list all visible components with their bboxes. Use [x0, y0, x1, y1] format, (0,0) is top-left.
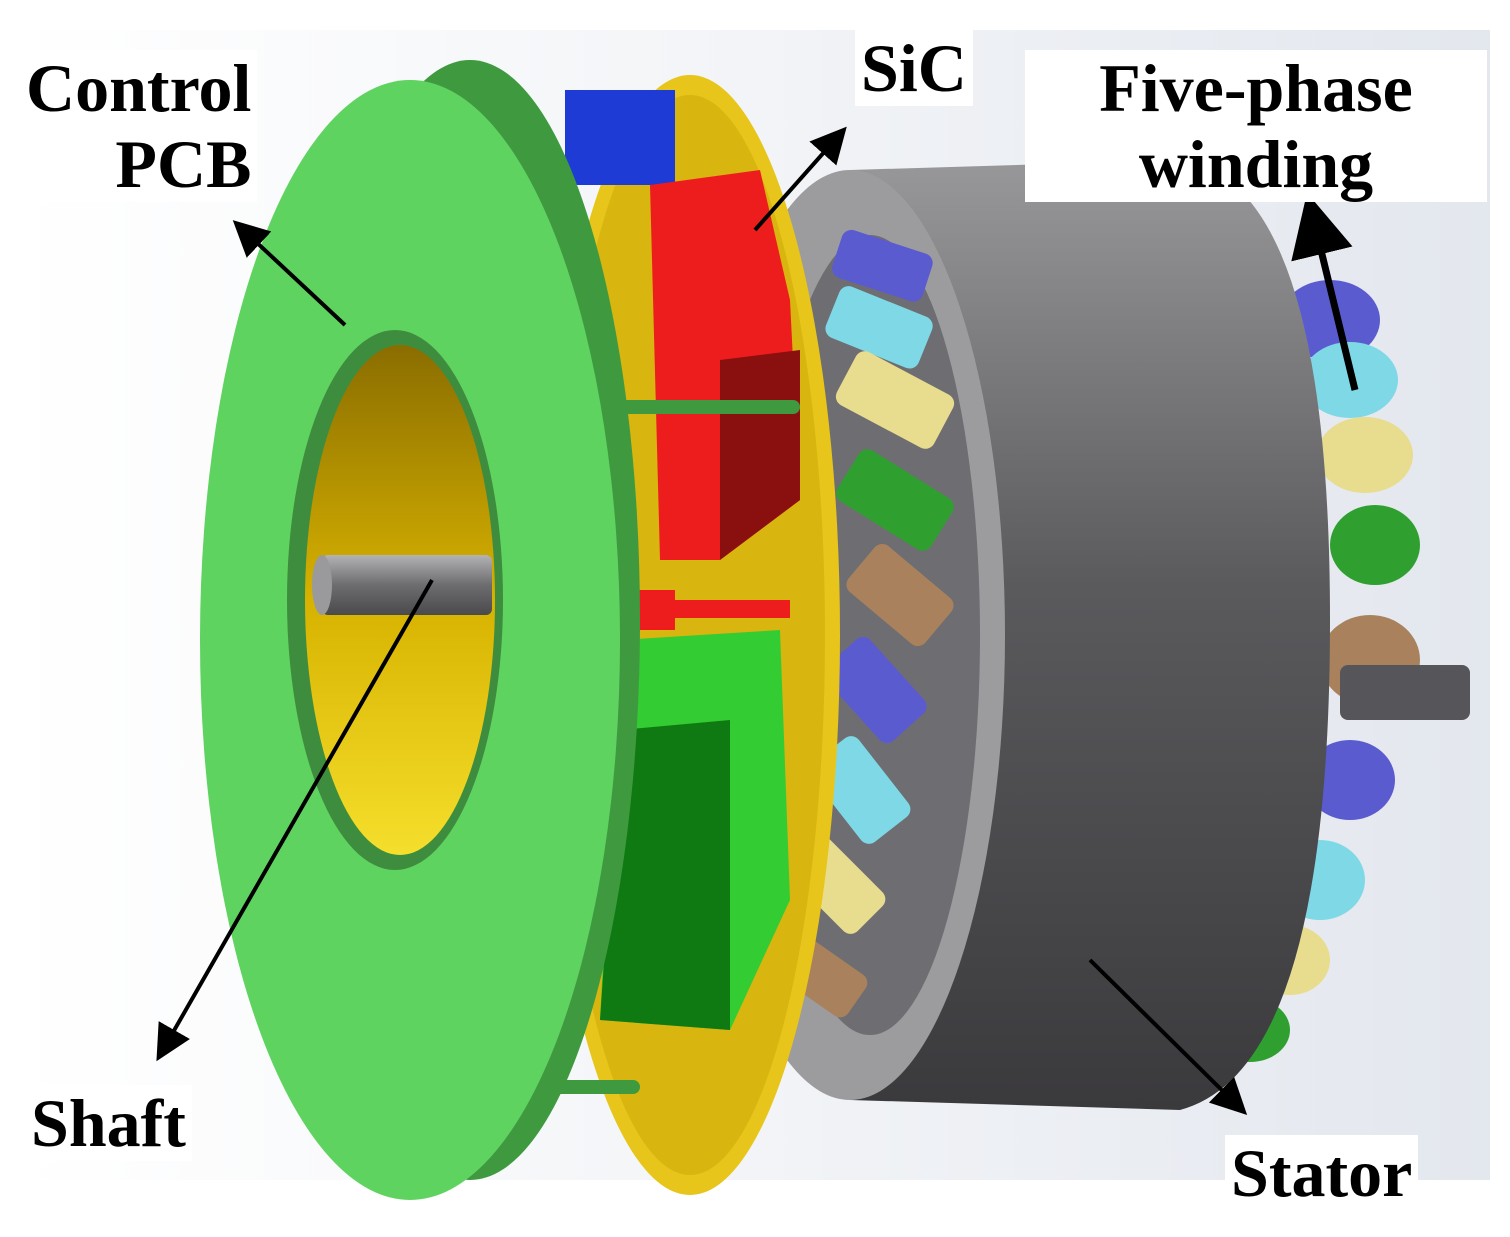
label-sic-text: SiC: [861, 30, 967, 106]
shaft-rod: [312, 555, 492, 615]
label-shaft-text: Shaft: [31, 1085, 186, 1161]
label-control-pcb: Control PCB: [20, 50, 258, 203]
label-control-pcb-line1: Control: [26, 50, 252, 126]
label-five-phase-winding-line2: winding: [1138, 126, 1374, 203]
label-five-phase-winding: Five-phase winding: [1025, 50, 1487, 203]
label-shaft: Shaft: [25, 1085, 192, 1162]
label-control-pcb-line2: PCB: [115, 126, 252, 203]
label-stator-text: Stator: [1231, 1135, 1413, 1211]
leader-arrows: [156, 126, 1359, 1116]
control-pcb-disk: [200, 60, 640, 1200]
label-five-phase-winding-line1: Five-phase: [1099, 50, 1413, 126]
label-stator: Stator: [1225, 1135, 1419, 1212]
power-modules: [500, 90, 800, 1094]
label-sic: SiC: [855, 30, 973, 107]
